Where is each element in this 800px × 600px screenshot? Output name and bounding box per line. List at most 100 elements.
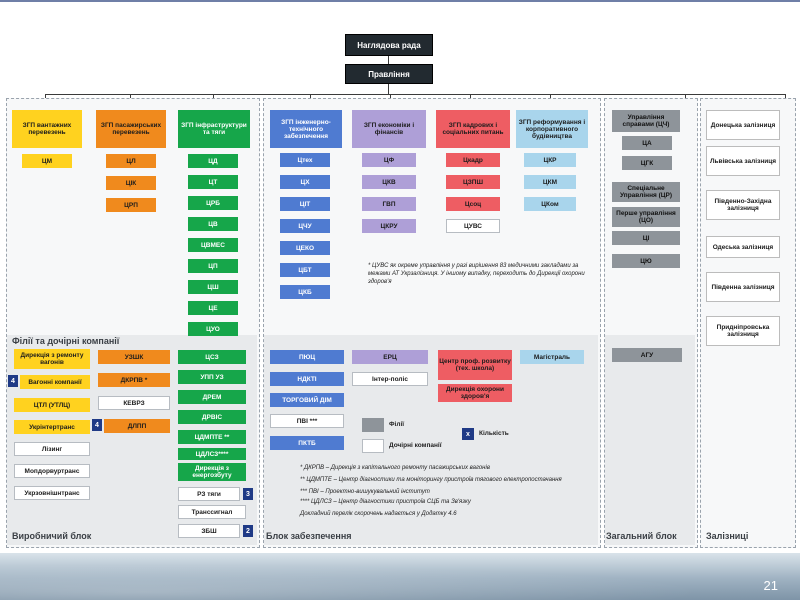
legend-count-symbol: x [466,430,470,438]
unit-label: ЦКБ [298,288,312,296]
railways-area-label: Залізниці [706,531,749,541]
branch-label: УПП УЗ [200,373,224,381]
unit-label: ЦРБ [206,199,220,207]
branch-ukrzovnish: Укрзовнішнтранс [14,486,90,500]
branch-label: Мопдорвуртранс [24,467,80,475]
unit-label: ЦЛ [126,157,136,165]
connector [388,84,389,94]
connector [388,56,389,64]
branch-label: Магістраль [533,353,571,361]
unit-label: Спеціальне Управління (ЦР) [619,185,673,199]
general-unit-co: Перше управління (ЦО) [612,207,680,227]
branch-ukrintertrans: Укрінтертранс [14,420,90,434]
branch-label: ЦТЛ (УТЛЦ) [33,401,71,409]
unit-ckadr: Цкадр [446,153,500,167]
unit-cv: ЦВ [188,217,238,231]
branch-upp: УПП УЗ [178,370,246,384]
branch-drvis: ДРВІС [178,410,246,424]
railway-label: Придніпровська залізниця [716,324,770,338]
general-unit-cgk: ЦГК [622,156,672,170]
unit-ckb: ЦКБ [280,285,330,299]
unit-label: ЦУО [206,325,220,333]
general-unit-cch: Управління справами (ЦЧ) [612,110,680,132]
railway-label: Південно-Західна залізниця [714,198,772,212]
branch-wagon-repair: Дирекція з ремонту вагонів [14,349,90,369]
economy-head: ЗГП економіки і фінансів [352,110,426,148]
unit-label: Управління справами (ЦЧ) [622,114,670,128]
unit-label: ЦГК [640,159,654,167]
branch-csz: ЦСЗ [178,350,246,364]
legend-subsidiaries-swatch [362,439,384,453]
count-badge-rz: 3 [243,488,253,500]
branch-label: Укрзовнішнтранс [24,489,80,497]
unit-label: ЦЗПШ [462,178,484,186]
unit-label: Перше управління (ЦО) [616,210,676,224]
branch-energozbut: Дирекція з енергозбуту [178,463,246,481]
general-unit-cr: Спеціальне Управління (ЦР) [612,182,680,202]
branch-magistral: Магістраль [520,350,584,364]
general-unit-ca: ЦА [622,136,672,150]
branch-label: ПКТБ [298,439,316,447]
branch-transsignal: Транссигнал [178,505,246,519]
branch-prof-center: Центр проф. розвитку (тех. школа) [438,350,512,380]
unit-label: ЦТ [208,178,218,186]
branch-cdlsz: ЦДЛСЗ**** [178,448,246,460]
branch-label: ЦДЛСЗ**** [195,450,229,458]
branch-label: ТОРГОВИЙ ДІМ [282,396,332,404]
unit-cl: ЦЛ [106,154,156,168]
unit-crb: ЦРБ [188,196,238,210]
top-rule [0,0,800,2]
unit-ceko: ЦЕКО [280,241,330,255]
branch-ctl: ЦТЛ (УТЛЦ) [14,398,90,412]
railway-prydniprovska: Придніпровська залізниця [706,316,780,346]
branches-heading: Філії та дочірні компанії [12,336,120,346]
branch-label: ЦДМПТЕ ** [194,433,230,441]
production-area-label: Виробничий блок [12,531,92,541]
unit-gvp: ГВП [362,197,416,211]
unit-label: ЦМ [41,157,53,165]
branch-dlpp: ДЛПП [104,419,170,433]
branch-wagon-companies: Вагонні компанії [20,375,90,389]
branch-label: Лізинг [41,445,63,453]
count-value: 4 [95,421,99,429]
branch-label: АГУ [640,351,654,359]
passenger-head-label: ЗГП пасажирських перевезень [100,122,162,136]
unit-cp: ЦП [188,259,238,273]
unit-label: ЦВ [208,220,218,228]
general-unit-cyu: ЦЮ [612,254,680,268]
unit-cvmes: ЦВМЕС [188,238,238,252]
branch-pyuc: ПЮЦ [270,350,344,364]
branch-label: ДЛПП [127,422,147,430]
unit-label: ЦХ [300,178,310,186]
unit-ct: ЦТ [188,175,238,189]
unit-cx: ЦХ [280,175,330,189]
unit-label: ЦІК [125,179,137,187]
unit-label: ЦКом [541,200,559,208]
railway-label: Південна залізниця [711,283,775,291]
legend-count-label: Кількість [479,430,509,437]
branch-pvi: ПВІ *** [270,414,344,428]
unit-label: ЦП [208,262,218,270]
hr-head-label: ЗГП кадрових і соціальних питань [442,122,504,136]
branch-kevrz: КЕВРЗ [98,396,170,410]
unit-label: ЦЕ [208,304,218,312]
railway-donetsk: Донецька залізниця [706,110,780,140]
reform-head: ЗГП реформування і корпоративного будівн… [516,110,588,148]
passenger-head: ЗГП пасажирських перевезень [96,110,166,148]
unit-cik: ЦІК [106,176,156,190]
branch-mopdor: Мопдорвуртранс [14,464,90,478]
engineering-head-label: ЗГП інженерно-технічного забезпечення [281,118,331,140]
footnote-2: ** ЦДМПТЕ – Центр діагностики та монітор… [300,477,562,483]
branch-inter-polis: Інтер-поліс [352,372,428,386]
footnote-3: *** ПВІ – Проектно-вишукувальний інститу… [300,489,430,495]
unit-csh: ЦШ [188,280,238,294]
unit-cuvs: ЦУВС [446,219,500,233]
count-badge-wagon: 4 [8,375,18,387]
unit-label: ЦБТ [298,266,312,274]
branch-label: НДКТІ [297,375,317,383]
count-value: 3 [246,490,250,498]
railway-southwest: Південно-Західна залізниця [706,190,780,220]
unit-csoc: Цсоц [446,197,500,211]
branch-label: Дирекція з енергозбуту [192,465,232,479]
